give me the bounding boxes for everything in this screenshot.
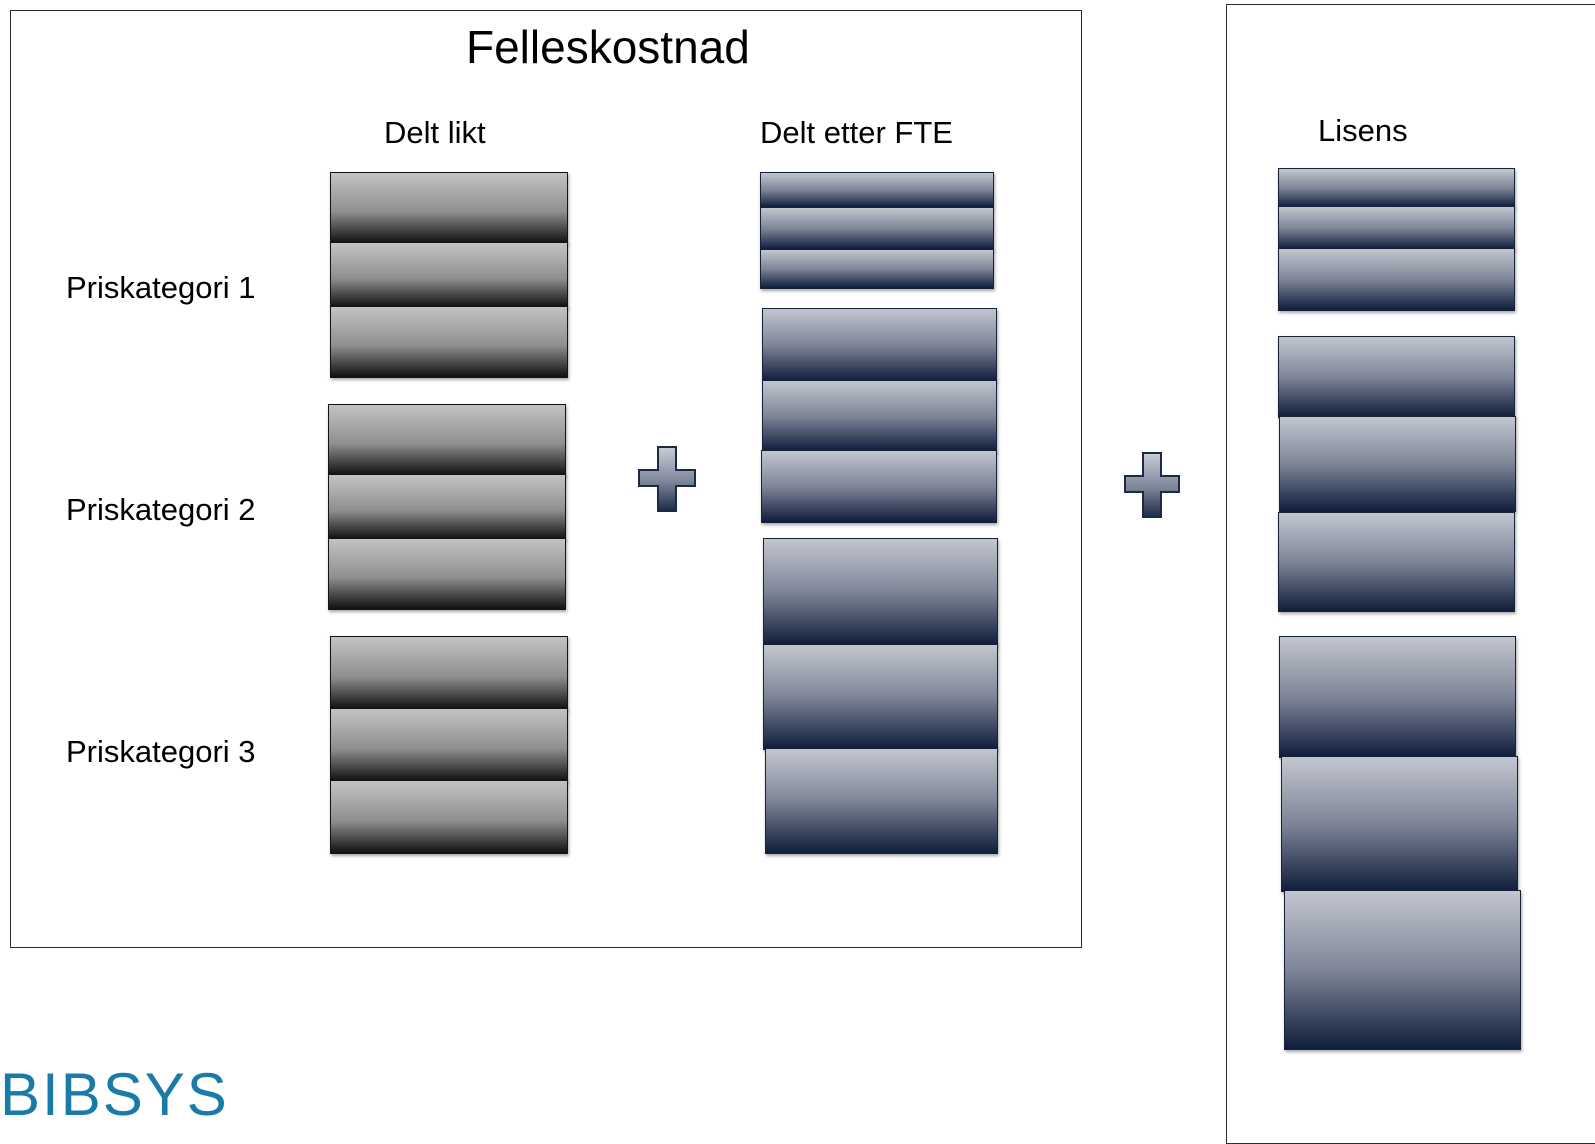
row-label-priskategori-2: Priskategori 2 bbox=[66, 492, 256, 527]
equal-block-cat3-2 bbox=[330, 708, 568, 782]
bibsys-logo: BIBSYS bbox=[0, 1061, 229, 1128]
fte-block-cat1-2 bbox=[760, 207, 994, 250]
row-label-priskategori-3: Priskategori 3 bbox=[66, 734, 256, 769]
lisens-title: Lisens bbox=[1318, 113, 1408, 148]
lisens-block-cat1-3 bbox=[1278, 248, 1515, 311]
fte-block-cat3-2 bbox=[763, 644, 998, 750]
lisens-block-cat3-1 bbox=[1279, 636, 1516, 758]
lisens-block-cat1-2 bbox=[1278, 206, 1515, 250]
fte-block-cat2-1 bbox=[762, 308, 997, 382]
equal-block-cat3-3 bbox=[330, 780, 568, 854]
fte-block-cat2-3 bbox=[761, 450, 997, 523]
plus-icon bbox=[638, 446, 696, 512]
equal-block-cat3-1 bbox=[330, 636, 568, 710]
row-label-priskategori-1: Priskategori 1 bbox=[66, 270, 256, 305]
lisens-block-cat2-1 bbox=[1278, 336, 1515, 418]
equal-block-cat1-3 bbox=[330, 306, 568, 378]
equal-block-cat2-3 bbox=[328, 538, 566, 610]
lisens-block-cat2-3 bbox=[1278, 512, 1515, 612]
felleskostnad-title: Felleskostnad bbox=[466, 21, 750, 73]
equal-block-cat1-2 bbox=[330, 242, 568, 308]
lisens-block-cat2-2 bbox=[1279, 416, 1516, 512]
equal-block-cat1-1 bbox=[330, 172, 568, 244]
equal-block-cat2-2 bbox=[328, 474, 566, 540]
lisens-block-cat3-2 bbox=[1281, 756, 1518, 892]
lisens-block-cat3-3 bbox=[1284, 890, 1521, 1050]
column-header-delt-etter-fte: Delt etter FTE bbox=[760, 115, 953, 150]
fte-block-cat1-3 bbox=[760, 249, 994, 289]
plus-icon bbox=[1124, 452, 1180, 518]
column-header-delt-likt: Delt likt bbox=[384, 115, 486, 150]
fte-block-cat1-1 bbox=[760, 172, 994, 208]
fte-block-cat3-3 bbox=[765, 748, 998, 854]
fte-block-cat3-1 bbox=[763, 538, 998, 646]
fte-block-cat2-2 bbox=[762, 380, 997, 452]
equal-block-cat2-1 bbox=[328, 404, 566, 476]
lisens-block-cat1-1 bbox=[1278, 168, 1515, 208]
